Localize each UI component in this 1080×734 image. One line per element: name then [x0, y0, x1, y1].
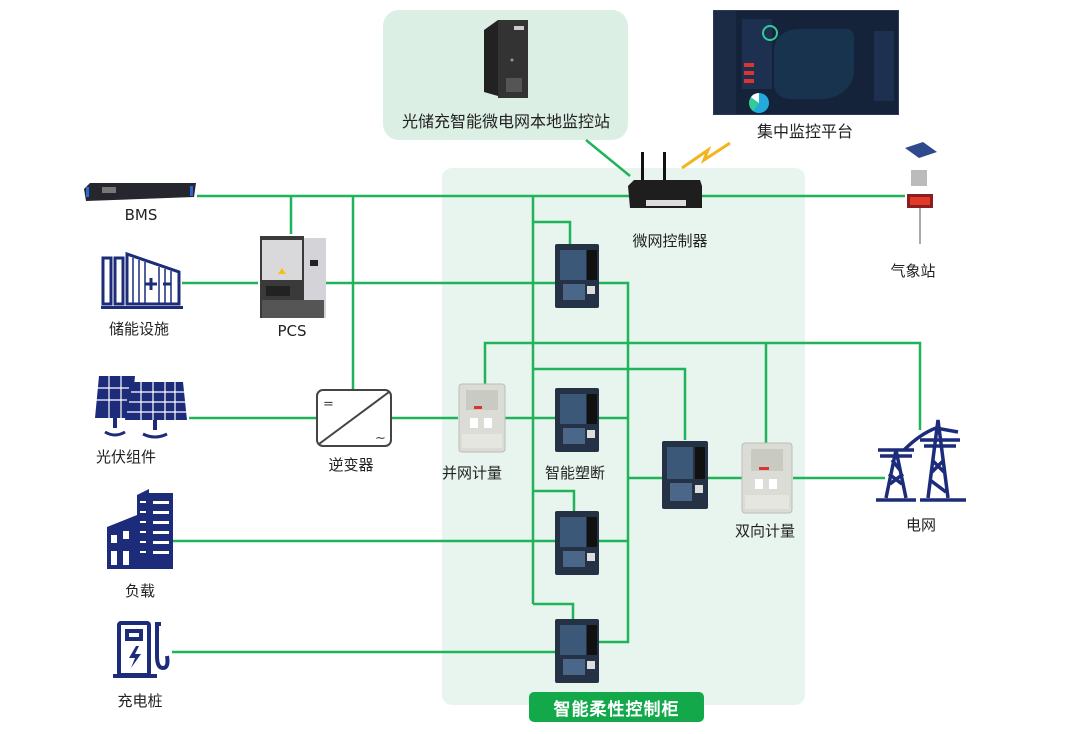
- inverter-icon: = ~: [316, 389, 392, 447]
- ev-charger-icon: [113, 621, 170, 678]
- circuit-breaker-icon-main: [662, 441, 708, 509]
- building-icon: [107, 489, 173, 569]
- charger-label: 充电桩: [117, 692, 163, 710]
- wire-breaker2-top: [533, 367, 687, 440]
- smart-cabinet-badge: 智能柔性控制柜: [529, 692, 704, 722]
- transmission-tower-icon: [876, 419, 966, 502]
- bidirectional-meter-icon: [741, 442, 793, 514]
- ac-symbol: ~: [375, 431, 386, 446]
- wireless-signal-icon: [681, 141, 731, 170]
- wire-breaker3-top: [533, 489, 576, 512]
- rack-unit-icon: [84, 183, 196, 201]
- grid-meter-icon: [458, 383, 506, 453]
- grid-meter-label: 并网计量: [441, 464, 503, 482]
- inverter-label: 逆变器: [328, 456, 374, 474]
- bms-label: BMS: [124, 206, 158, 224]
- load-label: 负载: [124, 582, 156, 600]
- wire-breaker1-right: [596, 281, 630, 644]
- pcs-label: PCS: [277, 322, 307, 340]
- wire-meter-top: [483, 341, 922, 430]
- central-platform-label: 集中监控平台: [756, 122, 854, 141]
- circuit-breaker-icon-1: [555, 244, 599, 308]
- local-station-label: 光储充智能微电网本地监控站: [401, 112, 611, 131]
- grid-label: 电网: [905, 516, 937, 534]
- circuit-breaker-icon-2: [555, 388, 599, 452]
- circuit-breaker-icon-4: [555, 619, 599, 683]
- bidirectional-meter-label: 双向计量: [734, 522, 796, 540]
- battery-container-icon: [101, 251, 183, 309]
- wire-breaker1-top: [533, 220, 572, 245]
- dc-symbol: =: [323, 397, 334, 412]
- wire-station-controller: [585, 139, 631, 177]
- dashboard-screen-icon[interactable]: [713, 10, 899, 115]
- weather-station-icon: [905, 142, 937, 244]
- circuit-breaker-icon-3: [555, 511, 599, 575]
- pv-label: 光伏组件: [95, 448, 157, 466]
- pcs-cabinet-icon: [260, 236, 326, 318]
- wire-breaker4-top: [533, 602, 575, 621]
- router-antenna-icon: [628, 152, 702, 208]
- smart-breaker-label: 智能塑断: [544, 464, 606, 482]
- solar-panel-icon: [95, 376, 187, 439]
- server-tower-icon: [484, 20, 528, 98]
- microgrid-controller-label: 微网控制器: [632, 232, 708, 250]
- weather-station-label: 气象站: [890, 262, 936, 280]
- storage-label: 储能设施: [108, 320, 170, 338]
